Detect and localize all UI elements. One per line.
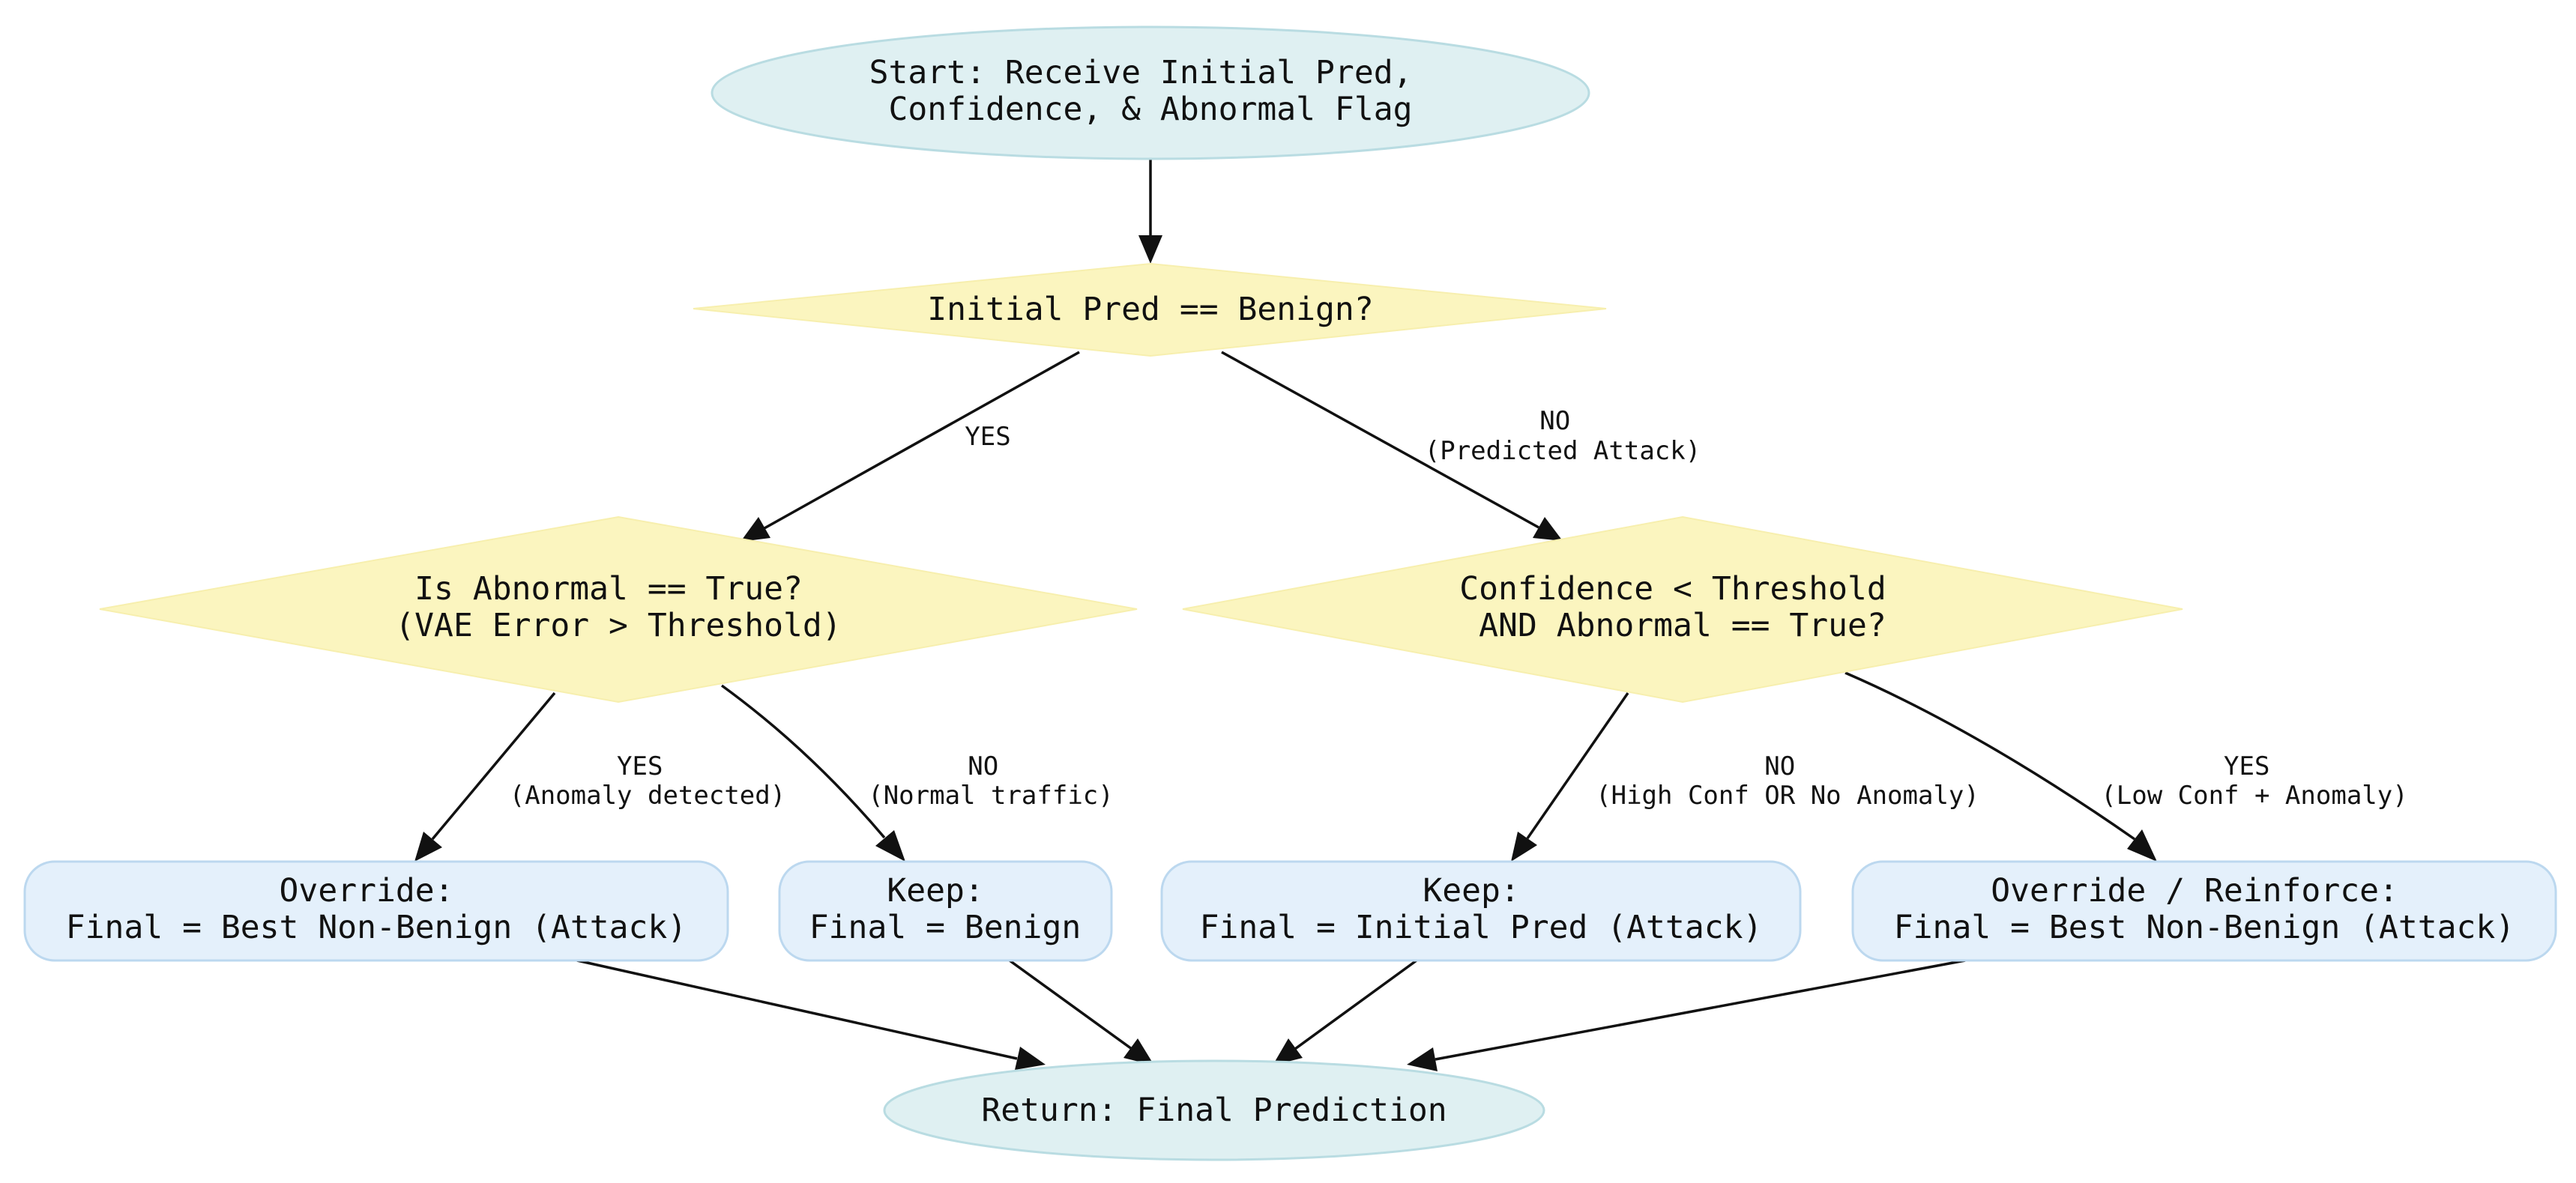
nodes: Start: Receive Initial Pred, Confidence,… <box>23 25 2557 1161</box>
edge-keep-initial-to-return <box>1294 959 1418 1050</box>
start-text: Start: Receive Initial Pred, Confidence,… <box>869 54 1432 128</box>
edge-abnormal-no <box>720 684 886 839</box>
start-node: Start: Receive Initial Pred, Confidence,… <box>711 25 1590 160</box>
arrow-head <box>1123 1038 1154 1065</box>
override-attack-node: Override: Final = Best Non-Benign (Attac… <box>23 860 729 962</box>
confidence-check-diamond <box>1182 515 2183 704</box>
keep-benign-node: Keep: Final = Benign <box>778 860 1113 962</box>
confidence-check-text: Confidence < Threshold AND Abnormal == T… <box>1459 570 1905 644</box>
edge-conf-no <box>1526 692 1629 839</box>
keep-initial-text: Keep: Final = Initial Pred (Attack) <box>1200 872 1763 946</box>
edge-label-benign-no: NO (Predicted Attack) <box>1425 406 1701 466</box>
edge-labels: YES NO (Predicted Attack) YES (Anomaly d… <box>510 406 2408 811</box>
keep-initial-box <box>1160 860 1802 962</box>
arrow-head <box>1407 1047 1438 1071</box>
arrow-head <box>1273 1038 1303 1065</box>
start-ellipse <box>711 25 1590 160</box>
override-attack-text: Override: Final = Best Non-Benign (Attac… <box>66 872 687 946</box>
abnormal-check-text: Is Abnormal == True? (VAE Error > Thresh… <box>395 570 841 644</box>
arrow-head <box>414 832 442 862</box>
edge-reinforce-to-return <box>1435 959 1966 1061</box>
edge-override-to-return <box>576 959 1018 1060</box>
edge-label-benign-yes: YES <box>965 422 1010 452</box>
keep-benign-box <box>778 860 1113 962</box>
arrow-head <box>1511 832 1537 862</box>
return-ellipse <box>883 1059 1545 1161</box>
edge-label-conf-yes: YES (Low Conf + Anomaly) <box>2101 751 2407 811</box>
arrow-head <box>875 830 905 862</box>
benign-check-node: Initial Pred == Benign? <box>693 262 1607 357</box>
edge-label-conf-no: NO (High Conf OR No Anomaly) <box>1596 751 1979 811</box>
edge-label-abnormal-yes: YES (Anomaly detected) <box>510 751 785 811</box>
benign-check-diamond <box>693 262 1607 357</box>
override-reinforce-box <box>1851 860 2557 962</box>
override-reinforce-text: Override / Reinforce: Final = Best Non-B… <box>1894 872 2515 946</box>
arrow-head <box>2127 829 2157 862</box>
arrow-head <box>1015 1047 1046 1070</box>
override-reinforce-node: Override / Reinforce: Final = Best Non-B… <box>1851 860 2557 962</box>
edge-abnormal-yes <box>431 692 556 841</box>
edge-label-abnormal-no: NO (Normal traffic) <box>868 751 1114 811</box>
confidence-check-node: Confidence < Threshold AND Abnormal == T… <box>1182 515 2183 704</box>
benign-check-text: Initial Pred == Benign? <box>927 291 1373 328</box>
edge-conf-yes <box>1844 671 2136 841</box>
override-attack-box <box>23 860 729 962</box>
abnormal-check-diamond <box>99 515 1138 704</box>
edge-benign-no <box>1221 351 1539 529</box>
return-text: Return: Final Prediction <box>981 1092 1447 1129</box>
arrow-head <box>740 517 770 542</box>
edges <box>414 159 2157 1071</box>
arrow-head <box>1138 235 1162 264</box>
keep-initial-node: Keep: Final = Initial Pred (Attack) <box>1160 860 1802 962</box>
edge-keep-benign-to-return <box>1008 959 1133 1050</box>
return-node: Return: Final Prediction <box>883 1059 1545 1161</box>
edge-benign-yes <box>764 351 1080 530</box>
keep-benign-text: Keep: Final = Benign <box>809 872 1081 946</box>
abnormal-check-node: Is Abnormal == True? (VAE Error > Thresh… <box>99 515 1138 704</box>
arrow-head <box>1533 517 1563 541</box>
